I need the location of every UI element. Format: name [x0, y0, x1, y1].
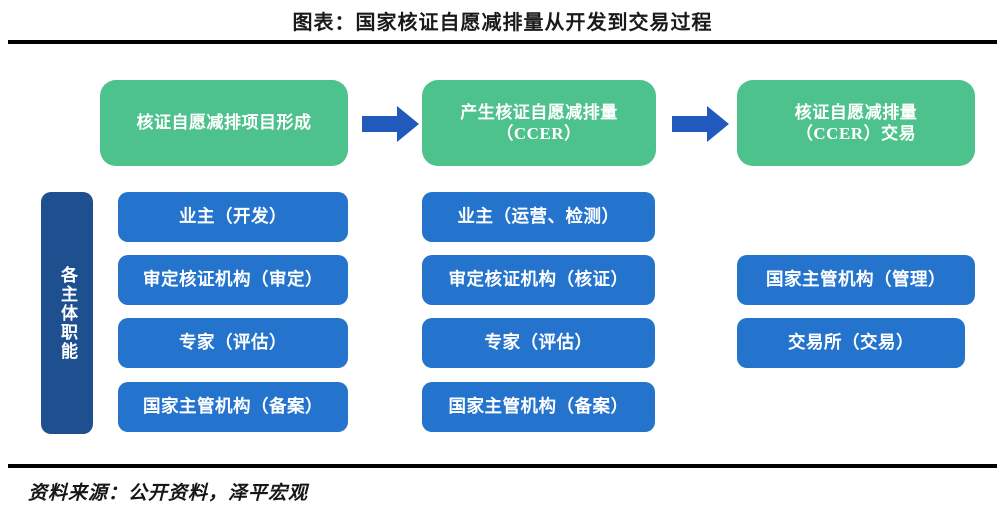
- role-box-trading-2[interactable]: 交易所（交易）: [737, 318, 965, 368]
- role-box-development-3[interactable]: 专家（评估）: [118, 318, 348, 368]
- role-axis-label: 各主体职能: [58, 265, 78, 361]
- footer-divider: [8, 464, 997, 468]
- role-box-development-2[interactable]: 审定核证机构（审定）: [118, 255, 348, 305]
- role-box-issuance-4[interactable]: 国家主管机构（备案）: [422, 382, 655, 432]
- role-box-development-4[interactable]: 国家主管机构（备案）: [118, 382, 348, 432]
- title-divider-top: [8, 40, 997, 44]
- source-note: 资料来源：公开资料，泽平宏观: [28, 483, 309, 504]
- role-box-issuance-2[interactable]: 审定核证机构（核证）: [422, 255, 655, 305]
- role-axis-bar: 各主体职能: [41, 192, 93, 434]
- stage-box-3[interactable]: 核证自愿减排量（CCER）交易: [737, 80, 975, 166]
- arrow-stage2-to-stage3-icon: [672, 106, 729, 142]
- stage-box-1[interactable]: 核证自愿减排项目形成: [100, 80, 348, 166]
- role-box-issuance-1[interactable]: 业主（运营、检测）: [422, 192, 655, 242]
- page-title: 图表：国家核证自愿减排量从开发到交易过程: [292, 12, 713, 34]
- arrow-stage1-to-stage2-icon: [362, 106, 419, 142]
- role-box-development-1[interactable]: 业主（开发）: [118, 192, 348, 242]
- role-box-trading-1[interactable]: 国家主管机构（管理）: [737, 255, 975, 305]
- role-box-issuance-3[interactable]: 专家（评估）: [422, 318, 655, 368]
- stage-box-2[interactable]: 产生核证自愿减排量（CCER）: [422, 80, 656, 166]
